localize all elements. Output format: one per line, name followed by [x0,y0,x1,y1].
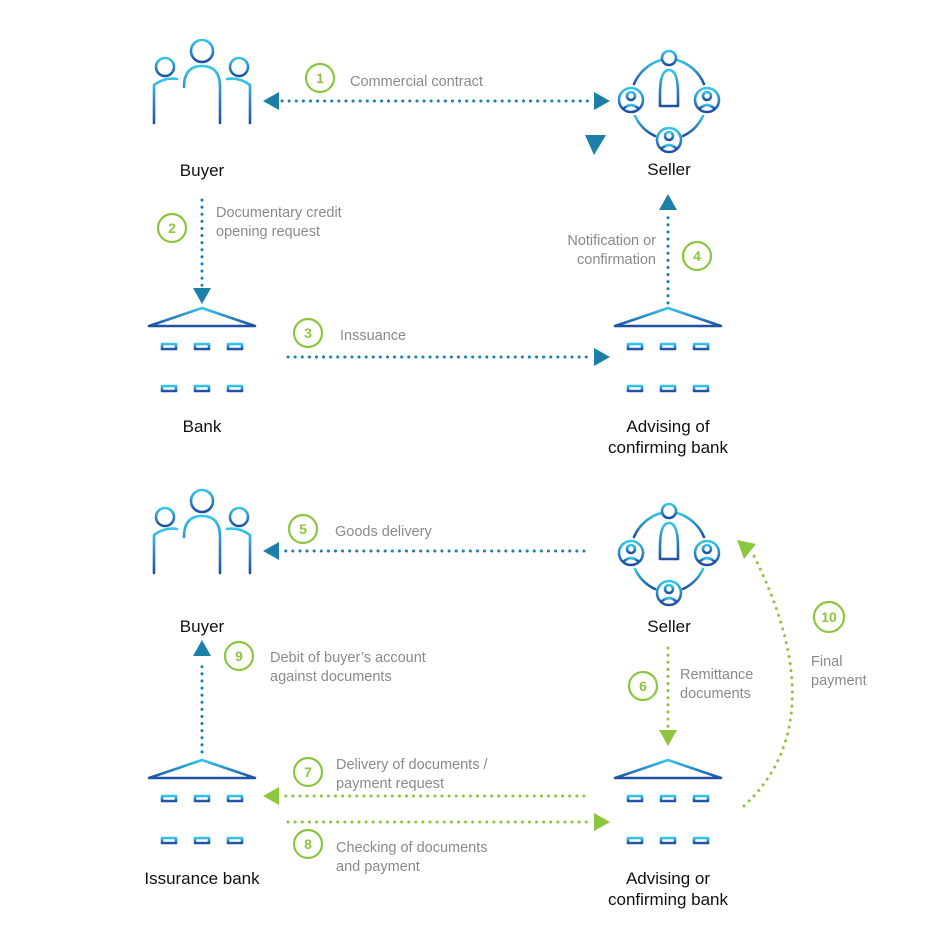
step-number-4: 4 [693,248,701,264]
issuance-bottom-label: Issurance bank [144,869,260,888]
step-number-5: 5 [299,521,307,537]
step-badge-4: 4 [681,240,713,272]
step-badge-9: 9 [223,640,255,672]
bank-building-icon [612,758,724,862]
advising-top-node: Advising of confirming bank [608,306,729,457]
advising-bottom-label-line2: confirming bank [608,890,729,909]
step-number-1: 1 [316,70,324,86]
flow-step-8 [286,813,610,831]
step-label-10b: payment [811,673,867,689]
bank-building-icon [146,306,258,410]
step-badge-10: 10 [812,600,846,634]
advising-top-label-line2: confirming bank [608,438,729,457]
step-label-9a: Debit of buyer’s account [270,650,426,666]
step-number-9: 9 [235,648,243,664]
step-label-7a: Delivery of documents / [336,757,488,773]
step-number-6: 6 [639,678,647,694]
flow-step-5 [263,542,586,560]
buyer-bottom-label: Buyer [180,617,225,636]
step-label-6b: documents [680,686,751,702]
step-number-10: 10 [821,609,837,625]
step-label-1: Commercial contract [350,74,483,90]
network-people-icon [617,49,721,154]
buyer-top-label: Buyer [180,161,225,180]
bank-building-icon [146,758,258,862]
network-people-icon [617,502,721,607]
step-badge-1: 1 [304,62,336,94]
flow-step-3 [286,348,610,366]
bank-top-node: Bank [146,306,258,436]
bank-building-icon [612,306,724,410]
buyer-top-node: Buyer [152,38,252,180]
seller-bottom-node: Seller [617,502,721,636]
bank-top-label: Bank [183,417,222,436]
flow-step-10 [737,540,794,808]
step-number-7: 7 [304,764,312,780]
step-label-6a: Remittance [680,667,753,683]
step-label-9b: against documents [270,669,392,685]
flow-step-2 [193,198,211,304]
step-label-4a: Notification or [567,233,656,249]
step-number-2: 2 [168,220,176,236]
people-group-icon [152,38,252,155]
step-badge-3: 3 [292,317,324,349]
seller-bottom-label: Seller [647,617,691,636]
step-label-5: Goods delivery [335,524,432,540]
step-number-8: 8 [304,836,312,852]
buyer-bottom-node: Buyer [152,488,252,636]
step-label-8a: Checking of documents [336,840,488,856]
step-label-7b: payment request [336,776,444,792]
step-badge-6: 6 [627,670,659,702]
step-number-3: 3 [304,325,312,341]
issuance-bottom-node: Issurance bank [144,758,260,888]
advising-bottom-label-line1: Advising or [626,869,710,888]
flow-step-6 [659,646,677,746]
seller-top-node: Seller [617,49,721,179]
advising-bottom-node: Advising or confirming bank [608,758,729,909]
step-badge-2: 2 [156,212,188,244]
step-label-4b: confirmation [577,252,656,268]
step-label-8b: and payment [336,859,420,875]
people-group-icon [152,488,252,605]
flow-step-9 [193,640,211,754]
step-label-3: Inssuance [340,328,406,344]
step-label-10a: Final [811,654,842,670]
advising-top-label-line1: Advising of [626,417,709,436]
step-badge-5: 5 [287,513,319,545]
flow-step-7 [263,787,586,805]
flow-step-4 [659,194,677,305]
step-label-2b: opening request [216,224,320,240]
step-badge-7: 7 [292,756,324,788]
step-label-2a: Documentary credit [216,205,342,221]
seller-top-label: Seller [647,160,691,179]
flow-step-1 [263,92,610,155]
step-badge-8: 8 [292,828,324,860]
